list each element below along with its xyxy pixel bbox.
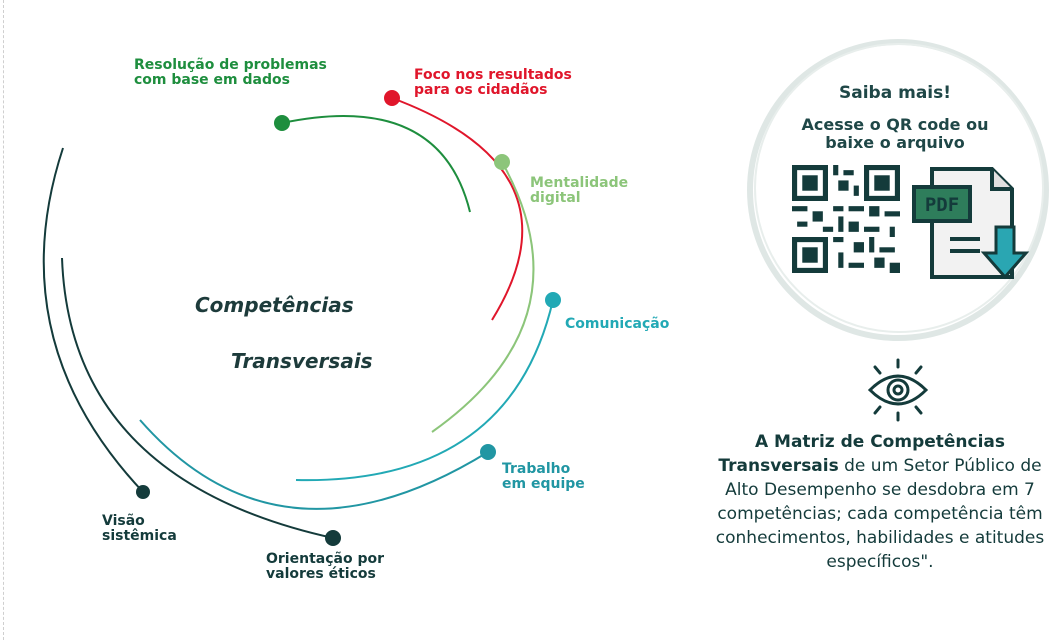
diagram-title-line2: Transversais bbox=[231, 349, 373, 373]
pdf-download-icon[interactable]: PDF bbox=[910, 165, 1035, 283]
arc-orientacao bbox=[61, 257, 334, 539]
label-trabalho: Trabalho em equipe bbox=[502, 461, 585, 492]
arc-comunicacao bbox=[295, 299, 554, 482]
eye-icon bbox=[867, 358, 929, 422]
dot-trabalho bbox=[480, 444, 496, 460]
matriz-bold-2: Transversais bbox=[718, 456, 839, 476]
dot-comunicacao bbox=[545, 292, 561, 308]
arc-resolucao bbox=[281, 115, 471, 213]
label-mentalidade: Mentalidade digital bbox=[530, 175, 629, 206]
dot-mentalidade bbox=[494, 154, 510, 170]
label-resolucao: Resolução de problemas com base em dados bbox=[134, 57, 327, 88]
acesse-text: Acesse o QR code ou baixe o arquivo bbox=[801, 115, 989, 152]
dot-foco bbox=[384, 90, 400, 106]
arc-mentalidade bbox=[431, 161, 535, 433]
label-comunicacao: Comunicação bbox=[565, 316, 670, 332]
pdf-label: PDF bbox=[925, 194, 959, 216]
arc-foco bbox=[391, 97, 524, 321]
competencias-diagram bbox=[42, 90, 561, 546]
diagram-title-line1: Competências bbox=[195, 293, 354, 317]
diagram-title: Competências Transversais bbox=[195, 263, 385, 403]
dashed-border bbox=[3, 0, 4, 640]
matriz-rest: de um Setor Público de Alto Desempenho s… bbox=[715, 456, 1045, 572]
saiba-mais-heading: Saiba mais! bbox=[839, 83, 951, 103]
dot-orientacao bbox=[325, 530, 341, 546]
arc-trabalho bbox=[139, 419, 489, 510]
matriz-description: A Matriz de Competências Transversais de… bbox=[700, 430, 1060, 574]
qr-code-icon[interactable] bbox=[792, 165, 900, 273]
label-foco: Foco nos resultados para os cidadãos bbox=[414, 67, 572, 98]
label-visao: Visão sistêmica bbox=[102, 513, 177, 544]
label-orientacao: Orientação por valores éticos bbox=[266, 551, 384, 582]
matriz-bold-1: A Matriz de Competências bbox=[754, 432, 1006, 452]
arc-visao bbox=[42, 147, 144, 493]
dot-visao bbox=[136, 485, 150, 499]
dot-resolucao bbox=[274, 115, 290, 131]
